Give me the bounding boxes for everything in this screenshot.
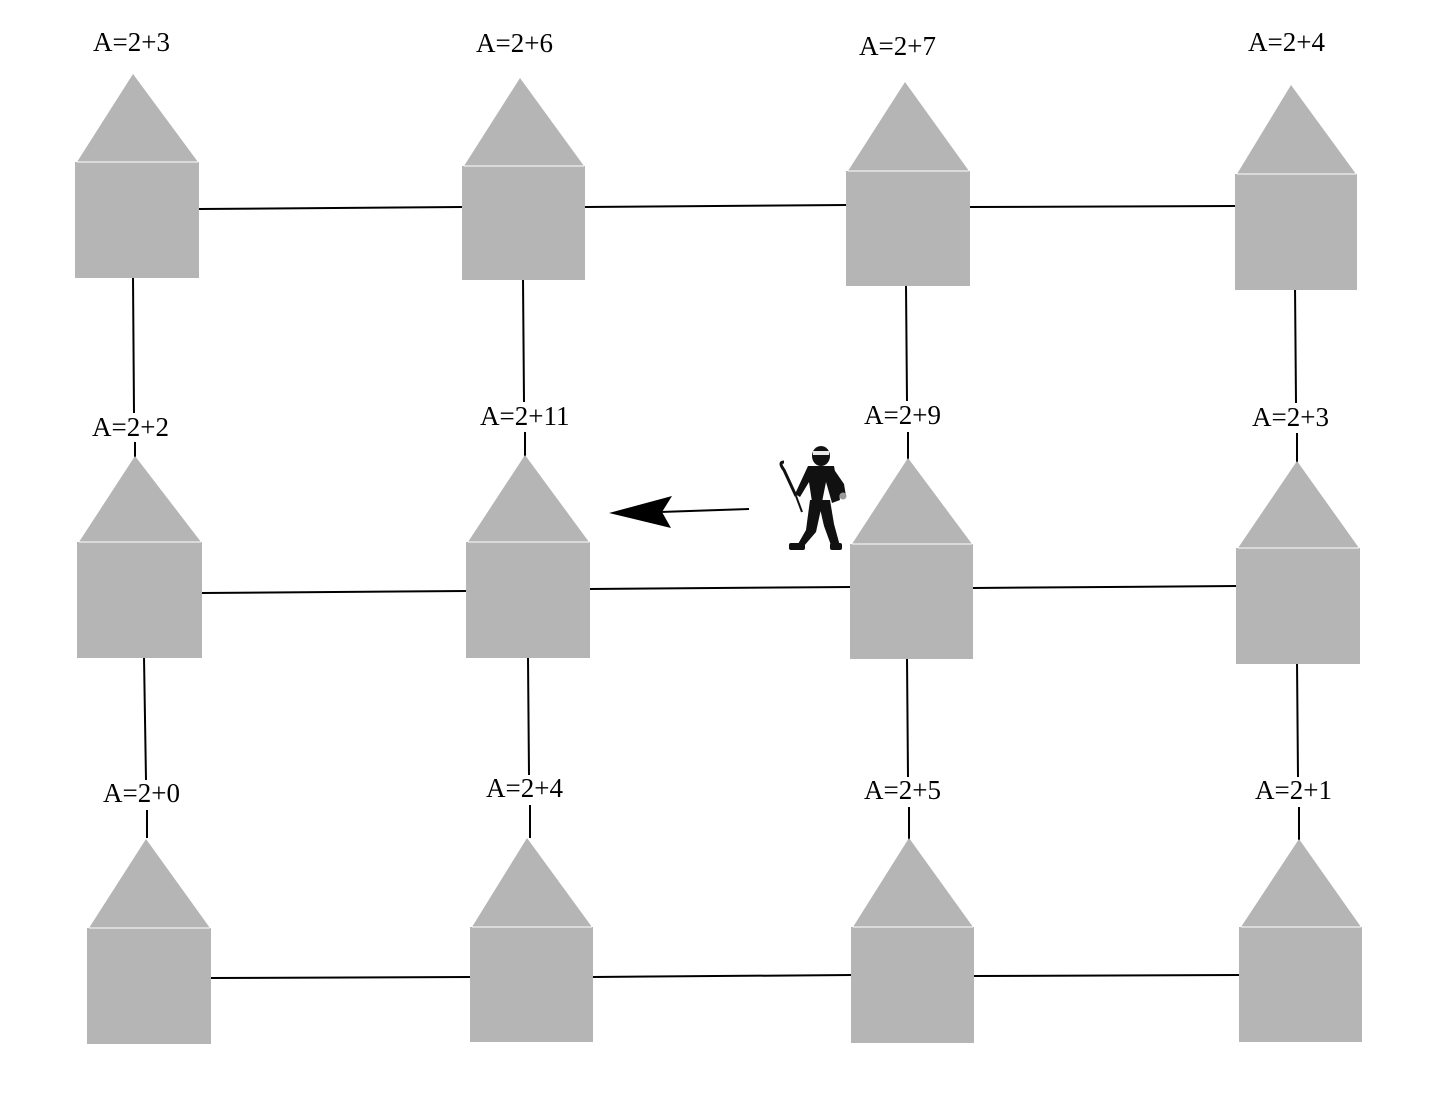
house-label-r1c4: A=2+4 <box>1248 27 1325 57</box>
edge-r2c3-r3c3 <box>906 657 909 778</box>
house-body <box>851 927 974 1043</box>
house-label-r3c2: A=2+4 <box>486 773 563 803</box>
house-icon <box>75 74 199 278</box>
house-label-r2c2: A=2+11 <box>480 401 569 431</box>
house-label-r2c3: A=2+9 <box>864 400 941 430</box>
house-body <box>470 927 593 1042</box>
house-labels: A=2+3 A=2+6 A=2+7 A=2+4 A=2+2 A=2+11 A=2… <box>92 27 1332 808</box>
house-icon <box>462 78 585 280</box>
house-icon <box>470 838 593 1042</box>
house-roof <box>853 838 973 927</box>
house-icon <box>87 839 211 1044</box>
house-label-r1c2: A=2+6 <box>476 28 553 58</box>
house-icon <box>466 455 590 658</box>
house-body <box>850 544 973 659</box>
house-icon <box>846 82 970 286</box>
house-label-r3c4: A=2+1 <box>1255 775 1332 805</box>
arrow-left-icon <box>609 496 750 528</box>
house-roof <box>1237 85 1356 174</box>
house-body <box>846 171 970 286</box>
edge-r2c3-r2c4 <box>972 585 1238 589</box>
house-body <box>75 162 199 278</box>
edge-r3c2-r3c3 <box>592 974 853 978</box>
house-roof <box>852 458 972 544</box>
house-roof <box>848 82 969 171</box>
house-icon <box>77 456 202 658</box>
house-icon <box>1235 85 1357 290</box>
edge-r1c1-r2c1 <box>132 276 135 414</box>
house-label-r3c1: A=2+0 <box>103 778 180 808</box>
house-icon <box>851 838 974 1043</box>
house-body <box>466 542 590 658</box>
edge-r1c3-r2c3 <box>905 284 908 402</box>
house-icon <box>1239 839 1362 1042</box>
house-label-r1c1: A=2+3 <box>93 27 170 57</box>
house-body <box>1235 174 1357 290</box>
house-body <box>462 166 585 280</box>
edge-r1c4-r2c4 <box>1294 285 1297 404</box>
edge-r1c2-r1c3 <box>584 204 848 208</box>
edge-r2c2-r2c3 <box>588 586 852 590</box>
house-roof <box>464 78 584 166</box>
edge-r2c2-r3c2 <box>527 657 530 776</box>
house-label-r1c3: A=2+7 <box>859 31 936 61</box>
house-label-r2c1: A=2+2 <box>92 412 169 442</box>
edge-r2c1-r2c2 <box>201 590 467 594</box>
edges <box>132 204 1300 979</box>
house-label-r2c4: A=2+3 <box>1252 402 1329 432</box>
edge-r1c2-r2c2 <box>522 278 525 403</box>
edge-r3c1-r3c2 <box>209 976 472 979</box>
houses <box>75 74 1362 1044</box>
house-body <box>1239 927 1362 1042</box>
house-body <box>87 928 211 1044</box>
house-roof <box>468 455 589 542</box>
edge-r2c1-r3c1 <box>143 656 147 781</box>
house-label-r3c3: A=2+5 <box>864 775 941 805</box>
house-icon <box>1236 461 1360 664</box>
house-body <box>77 542 202 658</box>
edge-r1c3-r1c4 <box>969 205 1236 208</box>
house-body <box>1236 548 1360 664</box>
house-roof <box>1238 461 1359 548</box>
edge-r2c4-r3c4 <box>1296 660 1299 778</box>
house-roof <box>89 839 210 928</box>
edge-r1c1-r1c2 <box>198 206 463 210</box>
house-roof <box>77 74 198 162</box>
thief-icon <box>779 446 847 550</box>
house-roof <box>1241 839 1361 927</box>
edge-r3c3-r3c4 <box>973 974 1241 977</box>
house-roof <box>472 838 592 927</box>
house-icon <box>850 458 973 659</box>
house-roof <box>79 456 201 542</box>
